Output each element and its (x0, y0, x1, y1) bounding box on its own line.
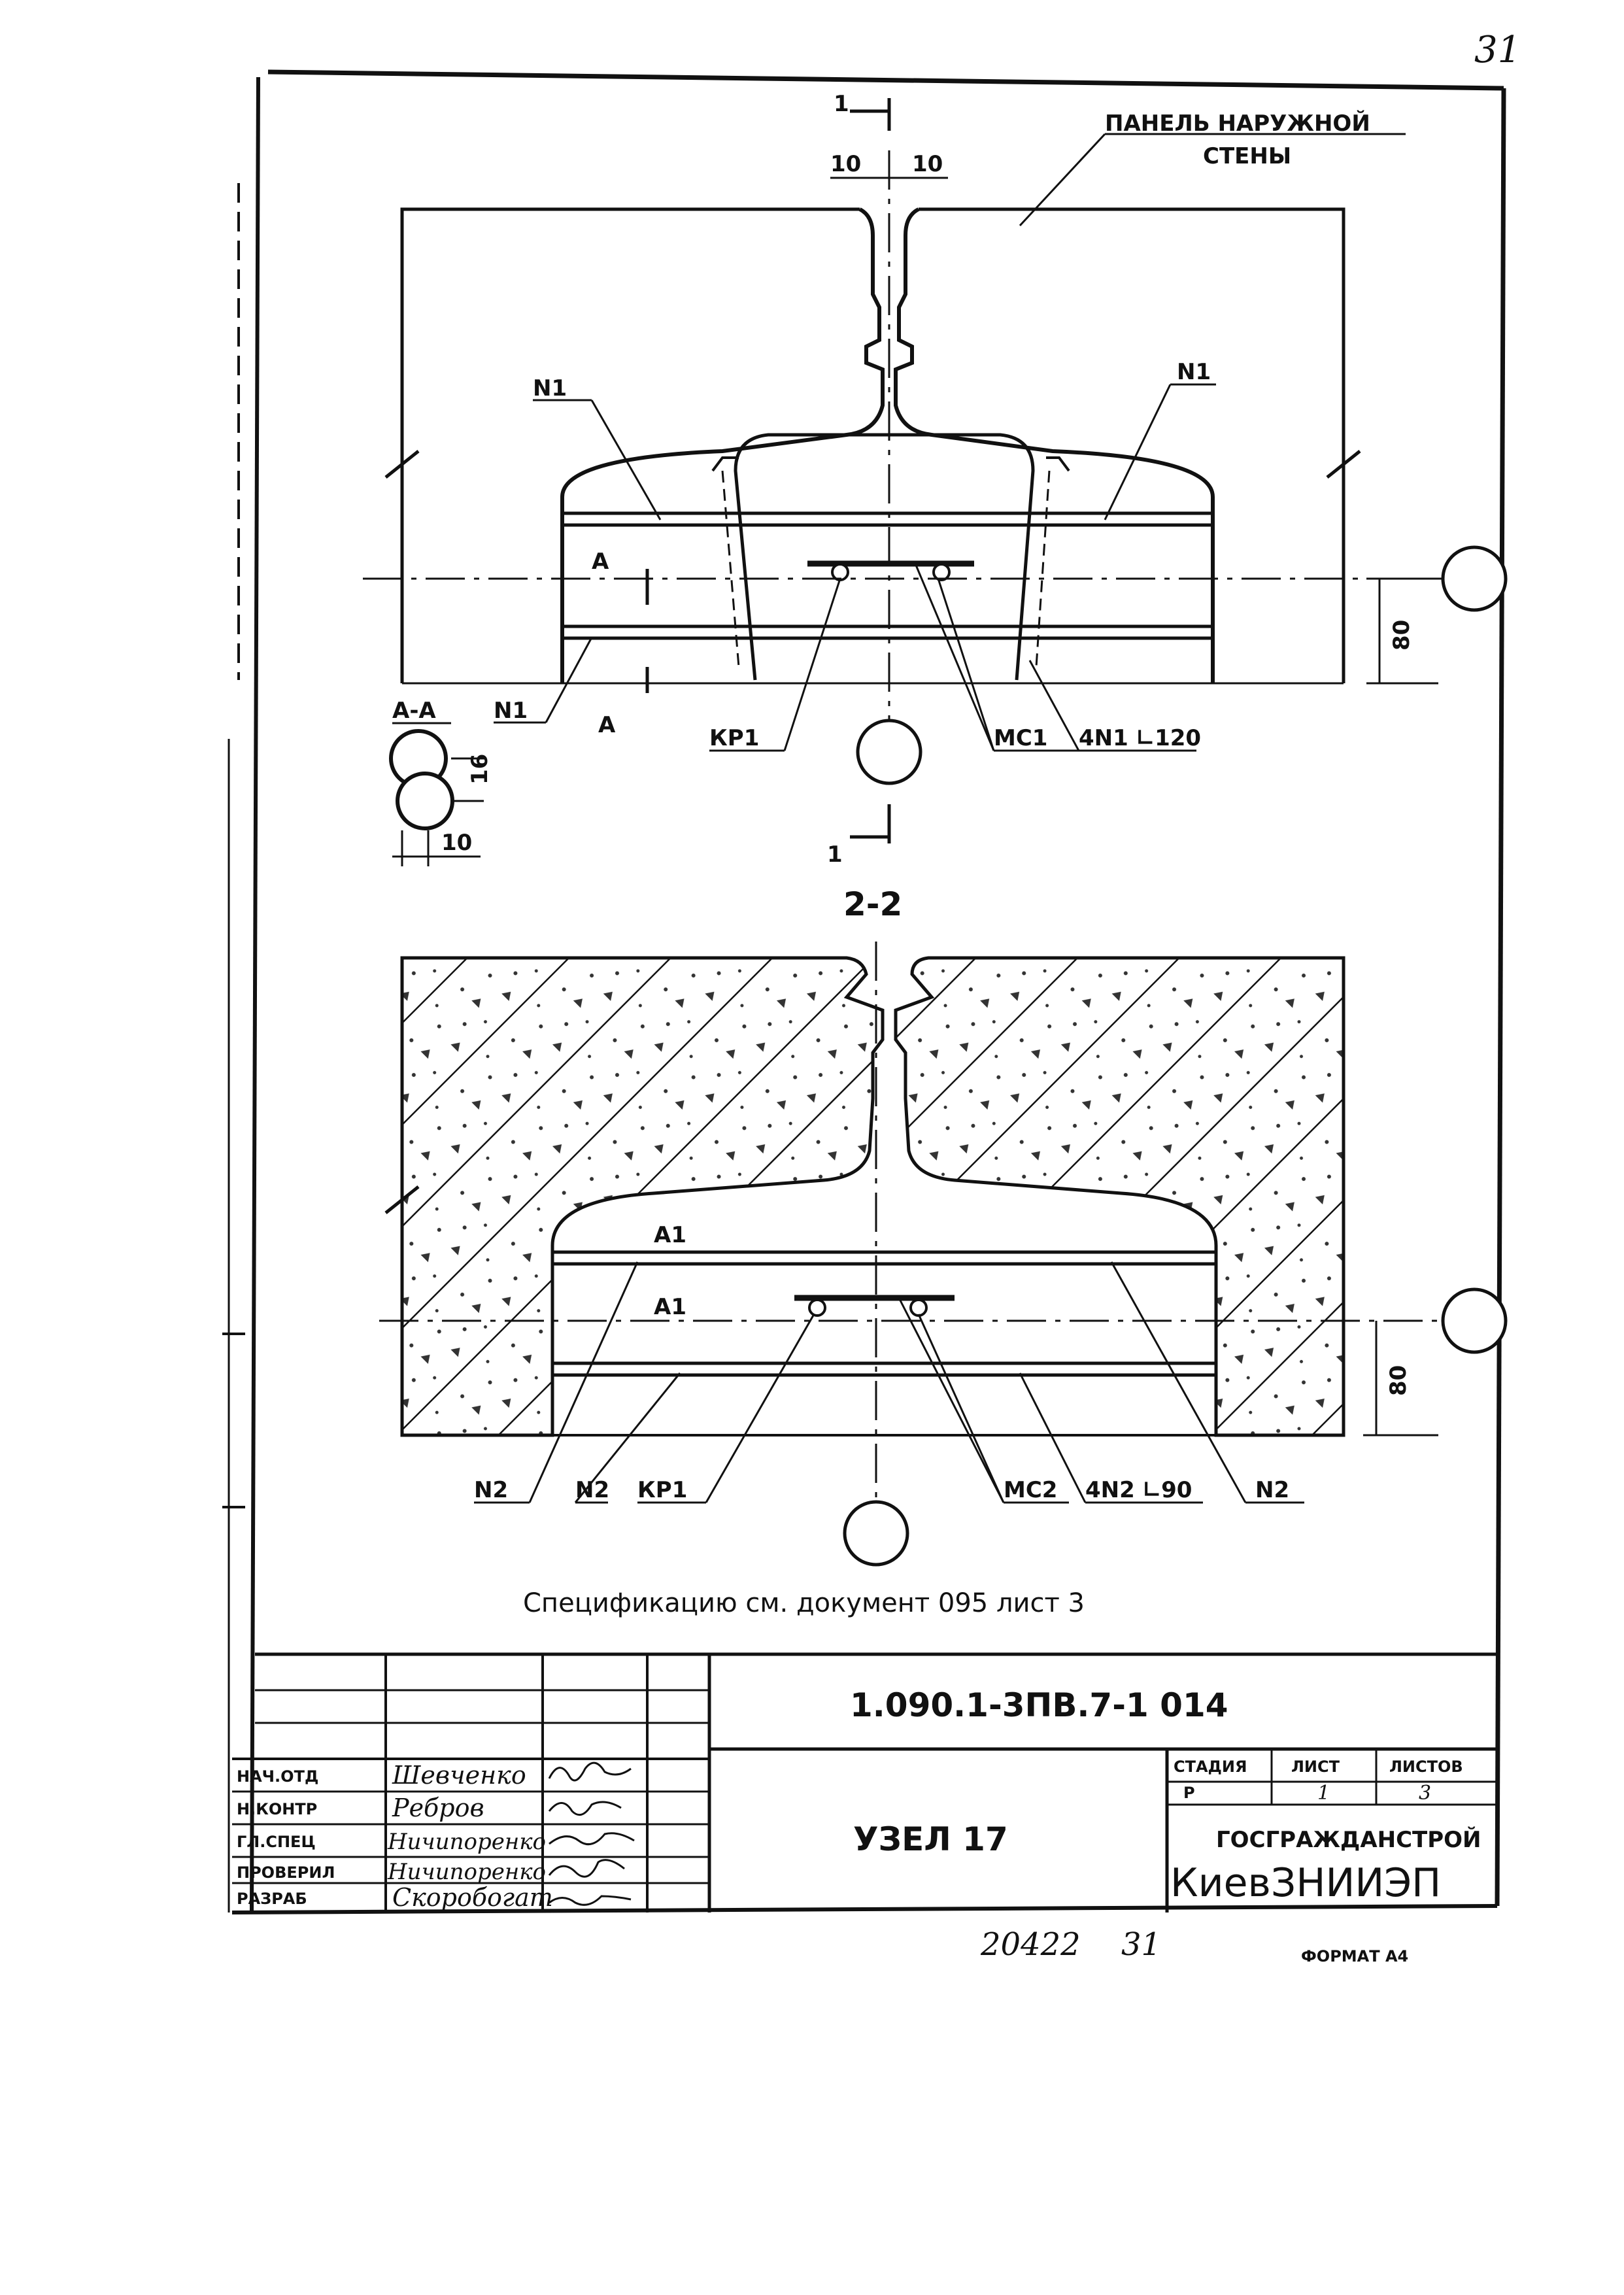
role-4: ПРОВЕРИЛ (237, 1863, 335, 1882)
label-n1-right-top: N1 (1177, 359, 1211, 385)
panel-label-line2: СТЕНЫ (1203, 143, 1291, 169)
axis-bubble-bottom-bottom (843, 1500, 909, 1567)
rebar-n1-upper (560, 511, 1215, 527)
signature-2 (548, 1801, 622, 1816)
page-number: 31 (1474, 29, 1521, 71)
axis-bubble-bottom-top (856, 719, 922, 785)
rebar-n2-lower (550, 1361, 1218, 1377)
bottom-drawing: 2-2 A1 A1 80 N2 N2 КР1 МС (379, 885, 1508, 1567)
role-2: Н.КОНТР (237, 1800, 317, 1818)
format-label: ФОРМАТ А4 (1301, 1947, 1408, 1965)
dim-10-left: 10 (830, 151, 861, 177)
doc-code: 1.090.1-3ПВ.7-1 014 (850, 1686, 1228, 1724)
label-kp1-bottom: КР1 (637, 1477, 687, 1503)
copy-sheet-number: 31 (1121, 1926, 1161, 1963)
top-drawing: 1 1 10 10 ПАНЕЛЬ НАРУЖНОЙ СТЕНЫ N1 N1 N1… (363, 91, 1508, 868)
panel-label-line1: ПАНЕЛЬ НАРУЖНОЙ (1105, 110, 1370, 137)
label-mc2: МС2 (1004, 1477, 1057, 1503)
header-stage: СТАДИЯ (1174, 1758, 1247, 1776)
label-a1-top: A1 (654, 1222, 686, 1248)
value-sheets: 3 (1419, 1782, 1431, 1805)
label-kp1-top: КР1 (709, 725, 759, 751)
name-2: Ребров (392, 1794, 484, 1822)
axis-bubble-right-bottom (1441, 1287, 1508, 1354)
role-5: РАЗРАБ (237, 1890, 307, 1908)
rebar-a1-upper (550, 1250, 1218, 1266)
header-sheet: ЛИСТ (1291, 1758, 1340, 1776)
top-wall-panel-outline (400, 207, 1345, 683)
label-n1-left-top: N1 (533, 375, 567, 401)
drawing-title: УЗЕЛ 17 (853, 1820, 1008, 1858)
name-4: Ничипоренко (387, 1859, 546, 1885)
label-n2-1: N2 (474, 1477, 508, 1503)
dim-80-bottom: 80 (1385, 1365, 1412, 1396)
dim-10-right: 10 (912, 151, 943, 177)
title-block: 1.090.1-3ПВ.7-1 014 УЗЕЛ 17 СТАДИЯ ЛИСТ … (232, 1652, 1497, 1912)
org-line2: КиевЗНИИЭП (1170, 1860, 1441, 1906)
inventory-number: 20422 (980, 1926, 1081, 1963)
concrete-hatch-left (400, 956, 885, 1437)
margin-strip (222, 183, 245, 1508)
role-1: НАЧ.ОТД (237, 1767, 318, 1786)
mark-a-bottom: A (598, 712, 616, 738)
name-3: Ничипоренко (387, 1829, 546, 1855)
dim-16: 16 (467, 754, 493, 785)
sheet-frame (228, 69, 1506, 1914)
axis-bubble-right-top (1441, 545, 1508, 612)
section-mark-bottom: 1 (827, 842, 843, 868)
rebar-n1-lower (560, 624, 1215, 640)
dim-10-detail: 10 (441, 830, 472, 856)
signature-4 (548, 1859, 625, 1878)
section-mark-top: 1 (834, 91, 849, 117)
top-joint-profile (560, 207, 1215, 683)
label-section-aa: А-А (392, 698, 436, 724)
header-sheets: ЛИСТОВ (1389, 1758, 1463, 1776)
label-mc1: МС1 (994, 725, 1047, 751)
label-a1-bottom: A1 (654, 1294, 686, 1320)
value-stage: Р (1183, 1784, 1195, 1802)
mark-a-top: A (592, 549, 609, 575)
label-n1-bottom-left: N1 (494, 698, 528, 724)
value-sheet: 1 (1317, 1782, 1330, 1805)
signature-1 (548, 1761, 632, 1782)
label-n2-3: N2 (1255, 1477, 1289, 1503)
role-3: ГЛ.СПЕЦ (237, 1833, 316, 1851)
label-angle-90: 4N2 ∟90 (1085, 1477, 1192, 1503)
section-title-2-2: 2-2 (843, 885, 902, 923)
dim-80-top: 80 (1389, 620, 1415, 651)
concrete-hatch-right (894, 956, 1345, 1437)
label-angle-120: 4N1 ∟120 (1079, 725, 1201, 751)
name-1: Шевченко (392, 1761, 526, 1790)
signature-3 (549, 1832, 635, 1846)
name-5: Скоробогат (392, 1883, 553, 1912)
spec-note: Спецификацию см. документ 095 лист 3 (523, 1588, 1085, 1618)
top-inner-core (734, 433, 1035, 681)
signature-5 (549, 1895, 632, 1906)
org-line1: ГОСГРАЖДАНСТРОЙ (1216, 1826, 1481, 1853)
